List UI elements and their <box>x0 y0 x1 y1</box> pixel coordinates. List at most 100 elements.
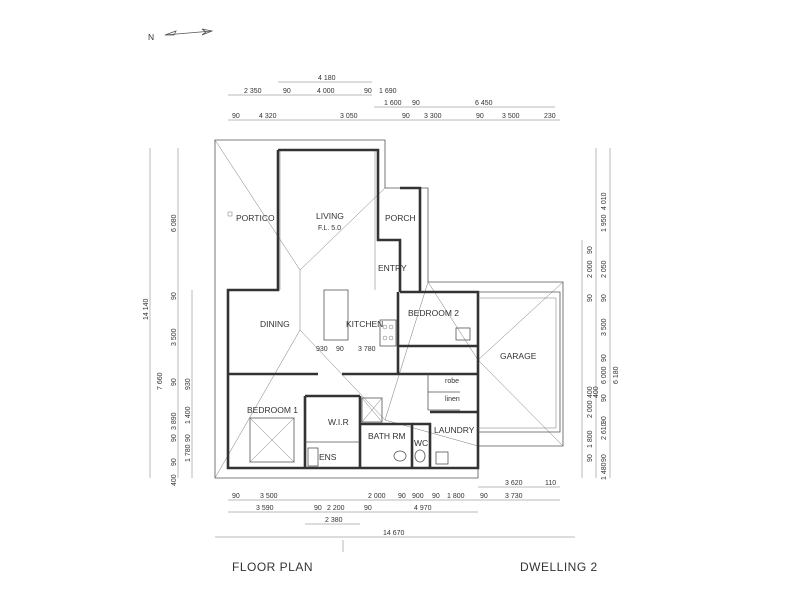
top-dimensions: 4 180 2 350 90 4 000 90 1 690 1 600 90 6… <box>228 75 560 121</box>
bottom-dimensions: 3 620 110 90 3 500 2 000 90 900 90 1 800… <box>215 480 575 552</box>
dim-right-6180: 6 180 <box>613 366 620 384</box>
plan-title: FLOOR PLAN <box>232 560 314 574</box>
north-arrow-shaft <box>164 30 213 36</box>
dim-top-4180: 4 180 <box>318 75 336 82</box>
roof-outline <box>214 139 564 479</box>
wall-porch <box>400 186 422 292</box>
dim-bottom-90: 90 <box>232 493 240 500</box>
dim-right-6000: 6 000 <box>601 366 608 384</box>
garage-inner-line <box>478 297 557 429</box>
dim-right-90: 90 <box>601 294 608 302</box>
dim-left-90: 90 <box>185 434 192 442</box>
room-bedroom-1: BEDROOM 1 <box>247 405 298 415</box>
dim-left-3890: 3 890 <box>171 412 178 430</box>
dim-left-930: 930 <box>185 378 192 390</box>
room-garage: GARAGE <box>500 351 537 361</box>
dim-left-1780: 1 780 <box>185 444 192 462</box>
dim-bottom-3730: 3 730 <box>505 493 523 500</box>
shower-cross <box>361 397 383 423</box>
dim-inner-930: 930 <box>316 346 328 353</box>
dim-left-6080: 6 080 <box>171 214 178 232</box>
dim-top-4320: 4 320 <box>259 113 277 120</box>
kitchen-island <box>323 289 349 341</box>
dim-top-4000: 4 000 <box>317 88 335 95</box>
living-floor-level: F.L. 5.0 <box>318 225 341 232</box>
dim-bottom-3620: 3 620 <box>505 480 523 487</box>
roof-hip-garage <box>427 281 564 447</box>
right-dimensions: 4 010 1 950 2 000 90 2 050 90 3 500 6 18… <box>581 148 620 480</box>
dim-bottom-90: 90 <box>480 493 488 500</box>
dim-right-90: 90 <box>601 394 608 402</box>
dim-top-6450: 6 450 <box>475 100 493 107</box>
dim-top-90: 90 <box>402 113 410 120</box>
dim-top-90: 90 <box>232 113 240 120</box>
cooktop <box>379 319 397 347</box>
dim-right-1480: 1 480 <box>601 462 608 480</box>
north-arrow-tail <box>201 28 214 36</box>
dim-left-7660: 7 660 <box>157 372 164 390</box>
inner-dimensions: 930 90 3 780 <box>316 346 376 353</box>
dim-top-1600: 1 600 <box>384 100 402 107</box>
room-robe: robe <box>445 378 459 385</box>
wall-garage <box>478 291 561 433</box>
dim-right-90: 90 <box>601 416 608 424</box>
dim-left-90: 90 <box>171 434 178 442</box>
room-entry: ENTRY <box>378 263 407 273</box>
dim-right-90: 90 <box>587 294 594 302</box>
dim-bottom-90: 90 <box>398 493 406 500</box>
eave-line <box>214 139 564 479</box>
wall-living <box>278 148 402 292</box>
dim-right-90: 90 <box>587 454 594 462</box>
dim-top-230: 230 <box>544 113 556 120</box>
dim-bottom-4970: 4 970 <box>414 505 432 512</box>
dim-bottom-90: 90 <box>314 505 322 512</box>
dim-right-90: 90 <box>601 454 608 462</box>
toilet <box>414 449 426 463</box>
room-bath: BATH RM <box>368 431 406 441</box>
dim-inner-90: 90 <box>336 346 344 353</box>
room-porch: PORCH <box>385 213 416 223</box>
dim-top-90: 90 <box>412 100 420 107</box>
dim-bottom-900: 900 <box>412 493 424 500</box>
dim-left-14140: 14 140 <box>143 298 150 320</box>
ens-shower <box>307 447 319 467</box>
dim-left-1400: 1 400 <box>185 406 192 424</box>
dim-top-1690: 1 690 <box>379 88 397 95</box>
dim-right-2000: 2 000 <box>587 260 594 278</box>
shower <box>361 397 383 423</box>
dim-bottom-14670: 14 670 <box>383 530 405 537</box>
dim-right-90: 90 <box>601 354 608 362</box>
dim-inner-3780: 3 780 <box>358 346 376 353</box>
room-bedroom-2: BEDROOM 2 <box>408 308 459 318</box>
dim-top-90: 90 <box>283 88 291 95</box>
cooktop-burner <box>382 324 388 330</box>
room-linen: linen <box>445 396 460 403</box>
dim-right-90: 90 <box>587 246 594 254</box>
north-label: N <box>148 32 154 42</box>
dim-top-3500: 3 500 <box>502 113 520 120</box>
north-arrow-head <box>164 30 177 36</box>
cooktop-burner <box>388 324 394 330</box>
fixtures <box>227 211 471 467</box>
left-dimensions: 14 140 6 080 90 3 500 7 660 90 930 3 890… <box>143 148 193 486</box>
dim-top-2350: 2 350 <box>244 88 262 95</box>
dim-top-90: 90 <box>364 88 372 95</box>
dim-left-90: 90 <box>171 378 178 386</box>
dim-right-2000b: 2 000 <box>587 400 594 418</box>
wall-robe-linen <box>427 374 460 411</box>
dim-bottom-2380: 2 380 <box>325 517 343 524</box>
dim-bottom-2200: 2 200 <box>327 505 345 512</box>
room-dining: DINING <box>260 319 290 329</box>
dim-right-2610: 2 610 <box>601 422 608 440</box>
roof-hip-a <box>214 139 386 271</box>
dim-right-2050: 2 050 <box>601 260 608 278</box>
dim-right-1800: 1 800 <box>587 430 594 448</box>
dim-right-4010: 4 010 <box>601 192 608 210</box>
wall-wc <box>412 422 432 468</box>
dim-right-3500: 3 500 <box>601 318 608 336</box>
room-kitchen: KITCHEN <box>346 319 383 329</box>
dim-left-90: 90 <box>171 292 178 300</box>
room-wc: WC <box>414 438 428 448</box>
trough <box>435 451 449 465</box>
